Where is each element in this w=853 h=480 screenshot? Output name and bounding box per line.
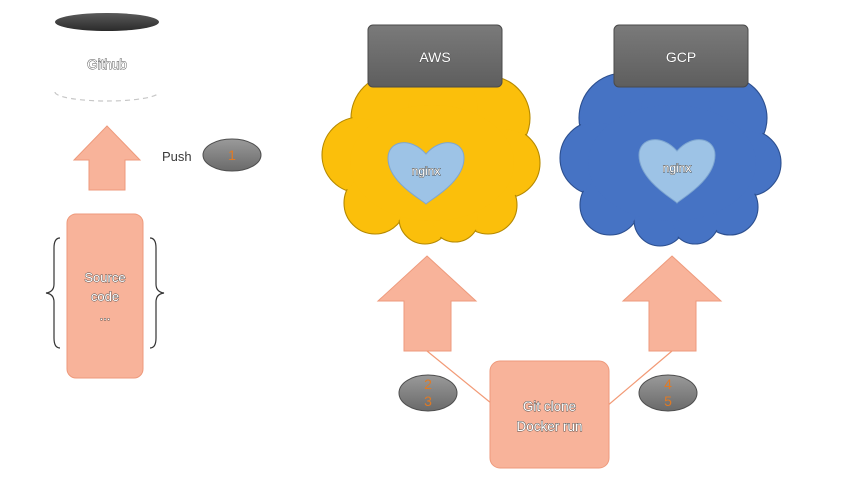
push-arrow [72,125,142,191]
step-number: 2 [424,376,432,392]
aws-nginx-label: nginx [412,164,441,178]
connector-line-gcp [599,350,673,413]
gcp-label-tab: GCP [613,24,749,88]
deploy-line-1: Git clone [523,399,576,414]
left-curly-brace [45,237,61,349]
step-badge-2-3: 2 3 [398,374,458,412]
step-badge-4-5: 4 5 [638,374,698,412]
deploy-box: Git clone Docker run [489,360,610,469]
push-label: Push [162,149,192,164]
source-line-1: Source [84,270,125,285]
github-label: Github [87,57,127,72]
right-curly-brace [149,237,165,349]
source-line-3: ... [100,308,111,323]
github-cylinder-body [55,22,159,101]
aws-cloud [321,71,541,245]
aws-nginx-heart: nginx [387,142,465,205]
gcp-nginx-label: nginx [663,161,692,175]
gcp-nginx-heart: nginx [638,139,716,204]
deploy-line-2: Docker run [516,419,582,434]
gcp-label: GCP [666,49,696,65]
github-repository: Github [54,13,160,102]
aws-label-tab: AWS [367,24,503,88]
step-number: 3 [424,393,432,409]
source-code-box: Source code ... [66,213,144,379]
aws-label: AWS [419,49,450,65]
source-line-2: code [91,289,119,304]
github-cylinder-bottom-rim [54,91,160,102]
step-number: 1 [228,147,236,163]
deploy-arrow-aws [376,255,478,352]
step-number: 5 [664,393,672,409]
deploy-arrow-gcp [621,255,723,352]
step-badge-1: 1 [202,138,262,172]
step-number: 4 [664,376,672,392]
github-cylinder-top [55,13,159,31]
